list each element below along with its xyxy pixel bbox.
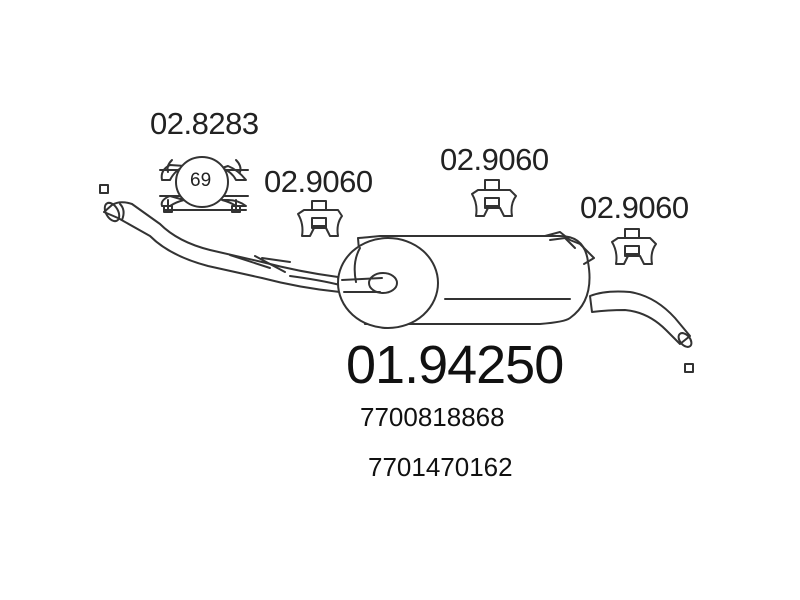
pipe-end-marker-right bbox=[685, 364, 693, 372]
rear-muffler bbox=[338, 232, 594, 328]
clamp-part-number: 02.8283 bbox=[150, 106, 259, 141]
hanger-1-part-number: 02.9060 bbox=[264, 164, 373, 199]
oem-number-1: 7700818868 bbox=[360, 402, 505, 432]
clamp-icon bbox=[160, 157, 248, 212]
rubber-hanger-icon-2 bbox=[472, 180, 516, 216]
rubber-hanger-icon-3 bbox=[612, 229, 656, 264]
tail-pipe bbox=[590, 292, 694, 350]
pipe-end-marker-left bbox=[100, 185, 108, 193]
oem-number-2: 7701470162 bbox=[368, 452, 513, 482]
clamp-size-label: 69 bbox=[190, 170, 212, 191]
hanger-2-part-number: 02.9060 bbox=[440, 142, 549, 177]
front-pipe bbox=[102, 200, 340, 292]
hanger-3-part-number: 02.9060 bbox=[580, 190, 689, 225]
rubber-hanger-icon-1 bbox=[298, 201, 342, 236]
main-part-number: 01.94250 bbox=[346, 335, 564, 395]
